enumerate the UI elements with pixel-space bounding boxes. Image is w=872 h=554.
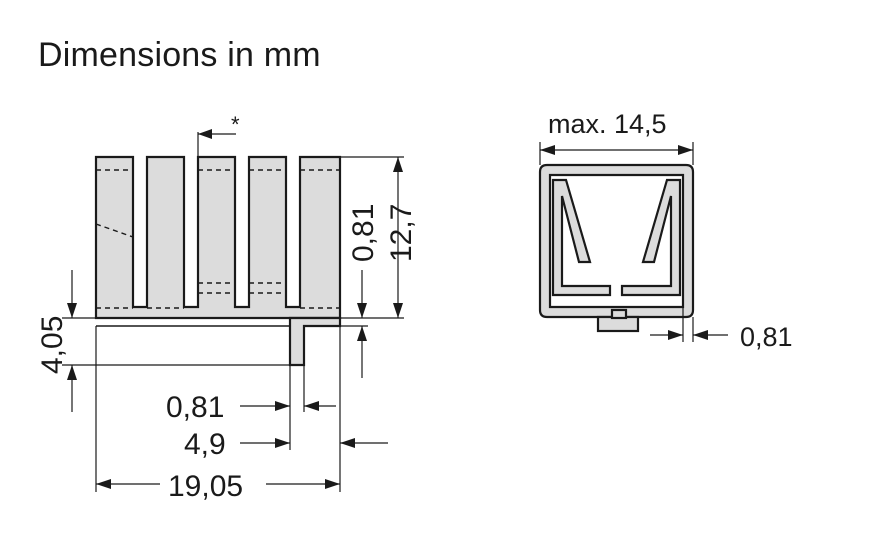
clip-left-spring [551,178,612,297]
asterisk-label: * [231,112,240,137]
clip-bottom-tab [596,315,640,333]
max-width-label: max. 14,5 [548,109,667,139]
base-height-label: 4,05 [36,316,69,374]
heatsink-front-view: * 12,7 0,81 4,05 0,81 [36,112,418,503]
pin-offset-label: 4,9 [184,428,226,461]
pin-width-label: 0,81 [166,391,224,424]
clip-right-spring [620,178,682,297]
clip-side-view: max. 14,5 0,81 [538,109,793,352]
overall-width-label: 19,05 [168,470,243,503]
mounting-pin [288,316,342,367]
wall-thickness-label: 0,81 [740,322,793,352]
heatsink-body [94,155,342,320]
fin-thickness-label: 0,81 [347,204,380,262]
hidden-lines [95,169,340,309]
height-total-label: 12,7 [385,204,418,262]
page-title: Dimensions in mm [38,36,321,74]
